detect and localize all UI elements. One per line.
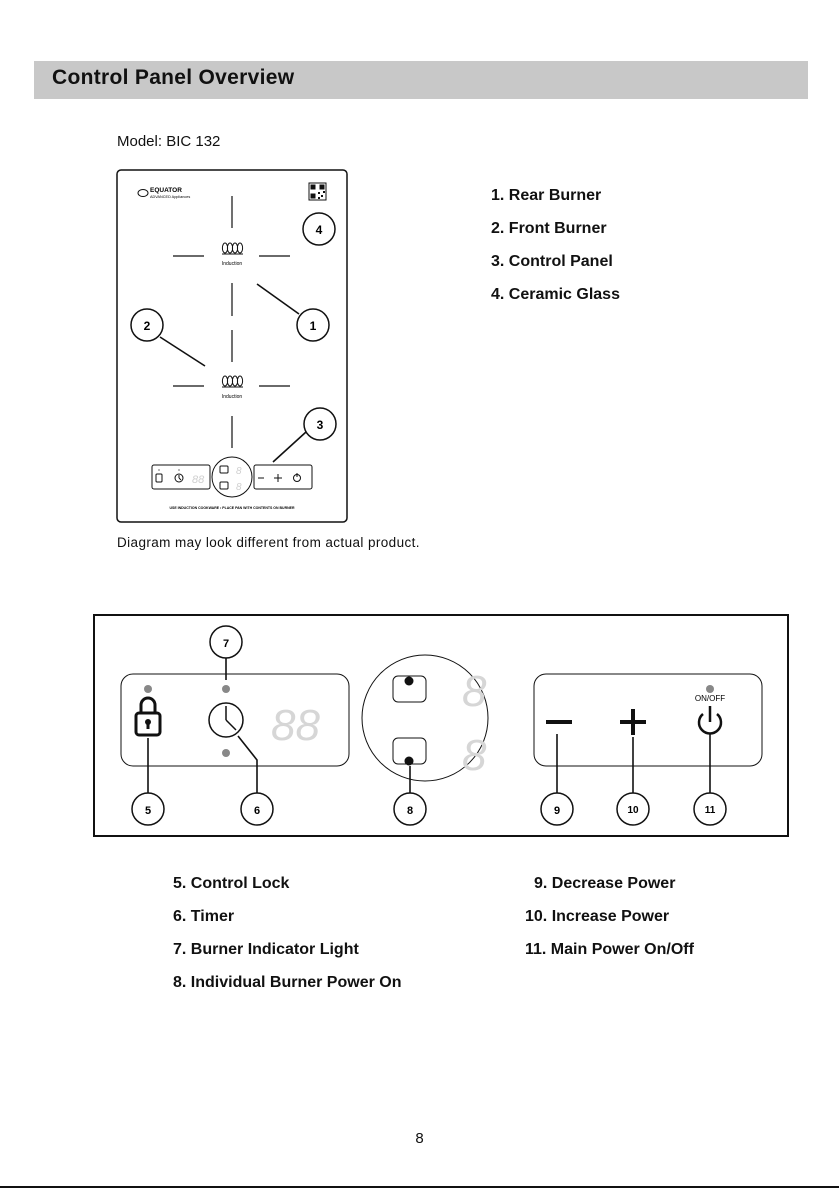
legend-item-increase-power: 10. Increase Power: [525, 908, 670, 925]
bottom-rule: [0, 1186, 839, 1188]
callout-3: 3: [303, 407, 337, 441]
control-panel-frame: [93, 614, 789, 837]
callout-11: 11: [693, 792, 727, 826]
timer-indicator-light-bottom: [222, 749, 230, 757]
control-panel-diagram: 88 8 8 ON/OFF 5 6 7: [93, 614, 789, 837]
brand-subtitle: ADVANCED Appliances: [150, 195, 190, 199]
callout-9: 9: [540, 792, 574, 826]
svg-text:6: 6: [254, 805, 260, 817]
on-off-label: ON/OFF: [695, 694, 725, 703]
power-indicator-light: [706, 685, 714, 693]
rear-burner-label: Induction: [222, 261, 243, 267]
rear-burner-power-dot: [404, 676, 414, 686]
front-burner-label: Induction: [222, 394, 243, 400]
callout-5: 5: [131, 792, 165, 826]
legend-item-front-burner: 2. Front Burner: [491, 220, 607, 237]
mini-burner-digit-bottom: 8: [236, 482, 242, 493]
svg-text:5: 5: [145, 805, 151, 817]
legend-bottom-left-list: 5. Control Lock 6. Timer 7. Burner Indic…: [173, 873, 401, 1005]
callout-8: 8: [393, 792, 427, 826]
plus-icon: [620, 709, 646, 735]
front-burner-power-dot: [404, 756, 414, 766]
legend-top-list: 1. Rear Burner 2. Front Burner 3. Contro…: [491, 185, 620, 317]
svg-text:4: 4: [316, 223, 323, 237]
diagram-caption: Diagram may look different from actual p…: [117, 535, 420, 550]
front-burner-display-digit: 8: [462, 731, 487, 780]
svg-text:11: 11: [705, 805, 716, 816]
svg-text:9: 9: [554, 805, 560, 817]
callout-10: 10: [616, 792, 650, 826]
callout-7: 7: [209, 625, 243, 659]
svg-text:10: 10: [627, 805, 639, 816]
cooktop-footer-text: USE INDUCTION COOKWARE • PLACE PAN WITH …: [169, 506, 294, 510]
legend-item-burner-power-on: 8. Individual Burner Power On: [173, 974, 402, 991]
cooktop-diagram: EQUATOR ADVANCED Appliances Induction: [116, 169, 348, 523]
legend-item-main-power: 11. Main Power On/Off: [525, 941, 694, 958]
mini-control-panel: [151, 456, 313, 498]
lock-indicator-light: [144, 685, 152, 693]
rear-burner-induction-icon: [221, 242, 244, 255]
section-header-bar: Control Panel Overview: [34, 61, 808, 99]
legend-item-decrease-power: 9. Decrease Power: [534, 875, 676, 892]
legend-bottom-right-list: 9. Decrease Power 10. Increase Power 11.…: [525, 873, 694, 972]
lock-icon: [134, 696, 162, 737]
rear-burner-button: [392, 675, 427, 703]
brand-name: EQUATOR: [150, 187, 182, 194]
svg-text:2: 2: [144, 319, 151, 333]
mini-timer-digits: 88: [192, 474, 205, 486]
left-control-section: [120, 673, 350, 767]
legend-item-control-panel: 3. Control Panel: [491, 253, 613, 270]
svg-text:7: 7: [223, 638, 229, 650]
timer-clock-icon: [208, 702, 244, 738]
page-number: 8: [415, 1130, 424, 1147]
page-title: Control Panel Overview: [52, 66, 295, 89]
front-burner-marks: [173, 330, 290, 448]
qr-code-icon: [308, 182, 327, 201]
callout-4: 4: [302, 212, 336, 246]
timer-display-digits: 88: [271, 701, 320, 750]
legend-item-burner-indicator-light: 7. Burner Indicator Light: [173, 941, 359, 958]
brand-logo: EQUATOR ADVANCED Appliances: [137, 187, 190, 199]
svg-text:3: 3: [317, 418, 324, 432]
callout-6: 6: [240, 792, 274, 826]
legend-item-ceramic-glass: 4. Ceramic Glass: [491, 286, 620, 303]
rear-burner-marks: [173, 196, 290, 316]
front-burner-induction-icon: [221, 375, 244, 388]
minus-icon: [546, 720, 572, 724]
legend-item-control-lock: 5. Control Lock: [173, 875, 290, 892]
legend-item-rear-burner: 1. Rear Burner: [491, 187, 602, 204]
svg-text:8: 8: [407, 805, 413, 817]
callout-1: 1: [296, 308, 330, 342]
callout-2: 2: [130, 308, 164, 342]
right-control-section: [533, 673, 763, 767]
burner-selector-circle: [361, 654, 489, 782]
legend-item-timer: 6. Timer: [173, 908, 235, 925]
callout-leaders-panel: [147, 658, 711, 794]
mini-burner-digit-top: 8: [236, 466, 242, 477]
callout-leaders-top: [159, 283, 307, 463]
timer-indicator-light-top: [222, 685, 230, 693]
rear-burner-display-digit: 8: [462, 667, 487, 716]
model-label: Model: BIC 132: [117, 133, 221, 150]
svg-text:1: 1: [310, 319, 317, 333]
